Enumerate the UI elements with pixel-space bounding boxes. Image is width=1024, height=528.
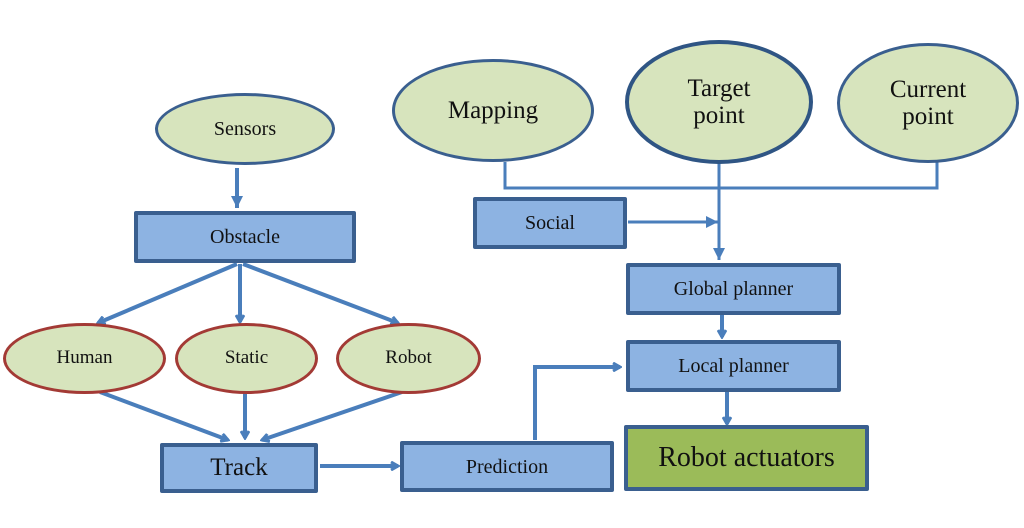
node-robot-label: Robot bbox=[385, 347, 432, 369]
node-obstacle: Obstacle bbox=[134, 211, 356, 263]
edge-prediction-local-planner bbox=[533, 367, 620, 440]
edge-robot-track bbox=[262, 390, 403, 440]
node-mapping: Mapping bbox=[392, 59, 594, 162]
node-track: Track bbox=[160, 443, 318, 493]
node-sensors-label: Sensors bbox=[213, 118, 277, 140]
node-social-label: Social bbox=[525, 212, 575, 234]
node-target-point-label: Target point bbox=[687, 74, 751, 130]
node-track-label: Track bbox=[210, 454, 268, 482]
node-human-label: Human bbox=[56, 347, 113, 369]
node-robot-actuators: Robot actuators bbox=[624, 425, 869, 491]
edge-obstacle-robot bbox=[242, 262, 398, 323]
node-human: Human bbox=[3, 323, 166, 394]
node-sensors: Sensors bbox=[155, 93, 335, 165]
node-static: Static bbox=[175, 323, 318, 394]
node-mapping-label: Mapping bbox=[447, 96, 539, 124]
node-static-label: Static bbox=[224, 347, 269, 369]
node-prediction: Prediction bbox=[400, 441, 614, 492]
node-local-planner-label: Local planner bbox=[678, 355, 789, 377]
edge-obstacle-human bbox=[98, 262, 238, 323]
node-obstacle-label: Obstacle bbox=[210, 226, 280, 248]
node-global-planner-label: Global planner bbox=[673, 278, 794, 300]
node-robot-actuators-label: Robot actuators bbox=[658, 441, 835, 473]
node-local-planner: Local planner bbox=[626, 340, 841, 392]
edge-mapping-bus bbox=[503, 162, 939, 190]
node-current-point-label: Current point bbox=[889, 75, 967, 131]
node-current-point: Current point bbox=[837, 43, 1019, 163]
node-global-planner: Global planner bbox=[626, 263, 841, 315]
node-prediction-label: Prediction bbox=[465, 455, 549, 478]
node-target-point: Target point bbox=[625, 40, 813, 164]
node-robot: Robot bbox=[336, 323, 481, 394]
edge-human-track bbox=[99, 390, 228, 440]
node-social: Social bbox=[473, 197, 627, 249]
